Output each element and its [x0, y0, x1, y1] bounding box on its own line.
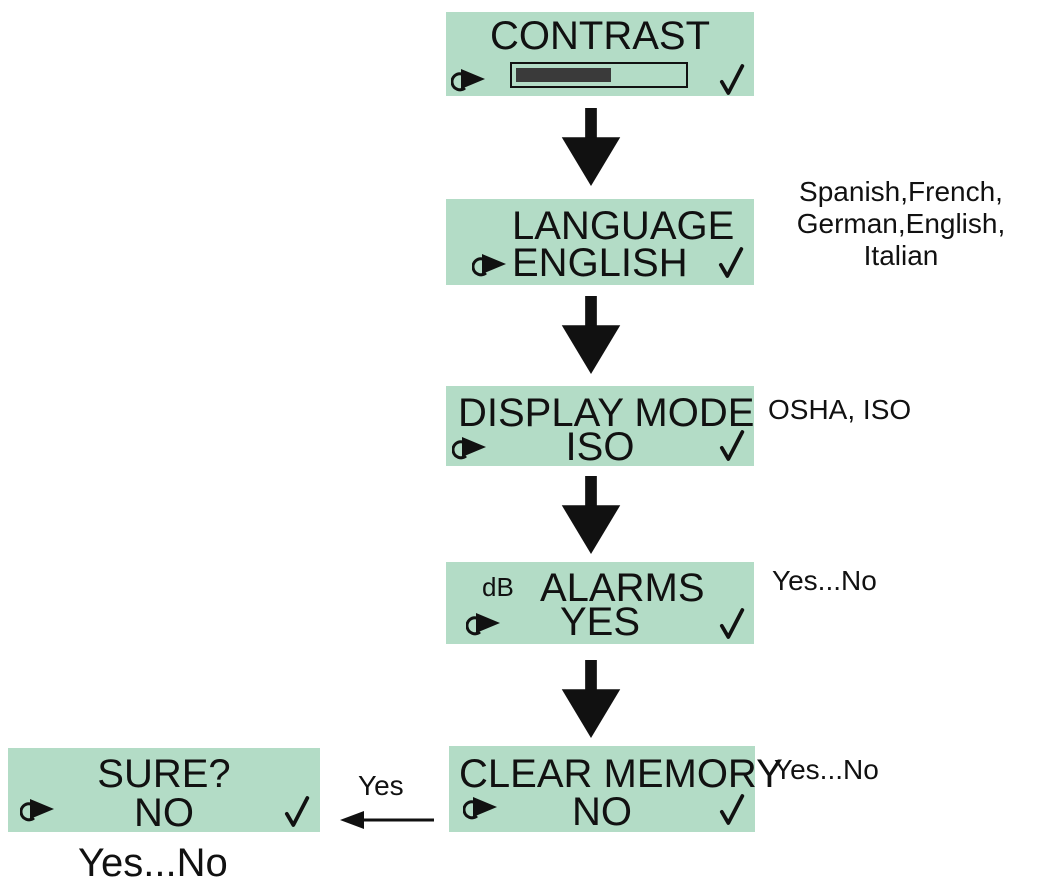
clear-memory-value: NO	[572, 790, 632, 834]
alarms-title: ALARMS	[540, 566, 705, 610]
display-mode-value: ISO	[565, 425, 635, 469]
language-screen: LANGUAGE ENGLISH	[446, 199, 754, 285]
language-title: LANGUAGE	[512, 204, 735, 248]
check-icon[interactable]	[719, 430, 747, 462]
language-value: ENGLISH	[512, 241, 688, 285]
display-mode-title: DISPLAY MODE	[458, 391, 755, 435]
check-icon[interactable]	[719, 608, 747, 640]
sure-title: SURE?	[97, 752, 231, 796]
back-arrow-icon[interactable]	[451, 64, 491, 96]
down-arrow-4	[561, 660, 621, 738]
check-icon[interactable]	[719, 794, 747, 826]
display-mode-screen: DISPLAY MODE ISO	[446, 386, 755, 469]
contrast-title: CONTRAST	[490, 14, 710, 58]
left-arrow	[340, 811, 434, 829]
clear-memory-title: CLEAR MEMORY	[459, 752, 783, 796]
alarms-options: Yes...No	[772, 565, 877, 596]
check-icon[interactable]	[284, 796, 312, 828]
back-arrow-icon[interactable]	[472, 249, 512, 281]
contrast-screen: CONTRAST	[446, 12, 754, 96]
check-icon[interactable]	[719, 64, 747, 96]
clear-memory-options: Yes...No	[774, 754, 879, 785]
down-arrow-2	[561, 296, 621, 374]
contrast-level-fill	[516, 68, 611, 82]
contrast-level-bar[interactable]	[510, 62, 688, 88]
yes-edge-label: Yes	[358, 770, 404, 801]
sure-value: NO	[134, 791, 194, 835]
clear-memory-screen: CLEAR MEMORY NO	[449, 746, 783, 834]
alarms-db-label: dB	[482, 572, 514, 602]
sure-screen: SURE? NO	[8, 748, 320, 835]
down-arrow-3	[561, 476, 621, 554]
language-options: Spanish,French, German,English, Italian	[796, 176, 1006, 272]
alarms-value: YES	[559, 600, 641, 644]
alarms-screen: dB ALARMS YES	[446, 562, 754, 644]
down-arrow-1	[561, 108, 621, 186]
sure-options: Yes...No	[78, 841, 228, 885]
check-icon[interactable]	[718, 247, 746, 279]
display-mode-options: OSHA, ISO	[768, 394, 912, 425]
